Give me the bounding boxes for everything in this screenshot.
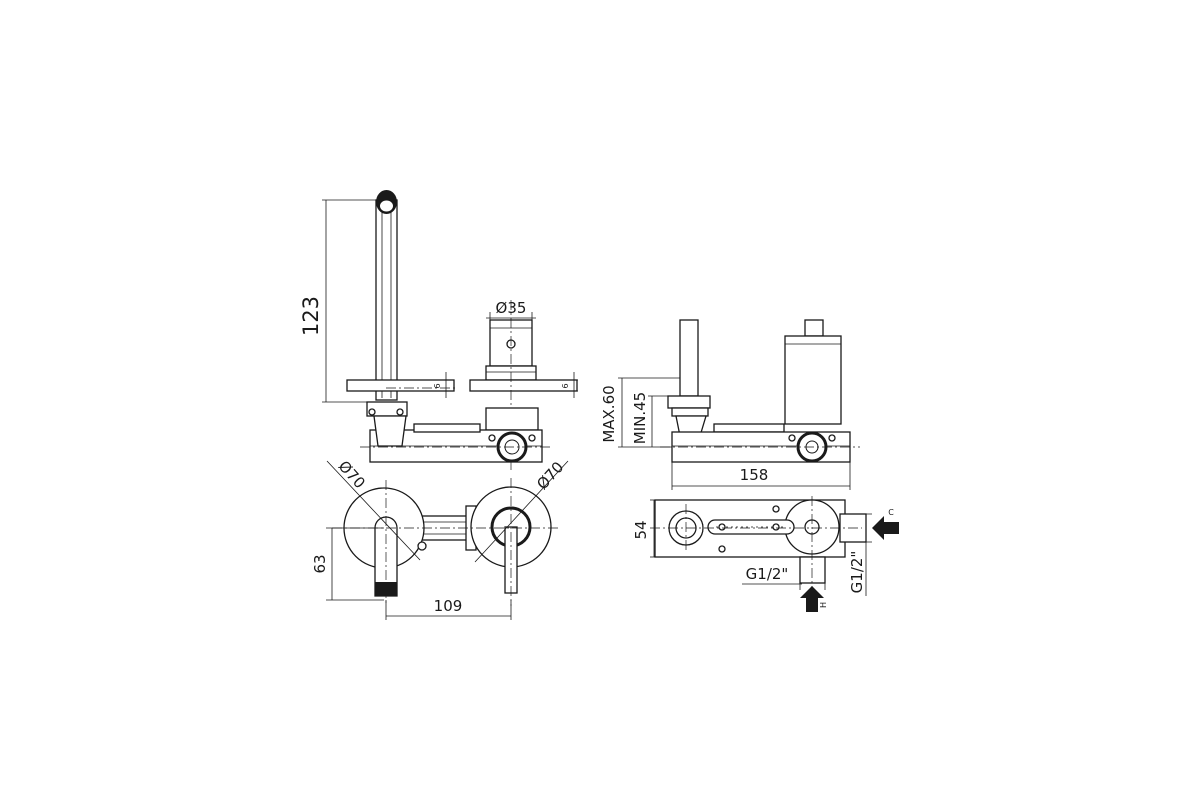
body-diameter-label: Ø35 [496, 299, 527, 317]
hot-inlet-arrow [800, 586, 824, 612]
centre-distance-label: 109 [434, 597, 463, 615]
plate-thickness-right-label: 6 [561, 383, 570, 388]
wall-plate-left [346, 379, 455, 392]
cold-inlet-label: C [888, 508, 894, 517]
hot-inlet-label: H [819, 602, 828, 608]
body-plan-view [650, 496, 867, 590]
spout-tube [375, 199, 398, 401]
plate-thickness-left-label: 6 [433, 383, 442, 388]
wall-plate-right [469, 379, 578, 392]
max-depth-label: MAX.60 [600, 385, 618, 442]
cold-inlet-arrow [872, 516, 899, 540]
connection-bottom-label: G1/2" [746, 565, 789, 583]
spout-side [679, 319, 699, 397]
plan-view [332, 478, 560, 606]
spout-height-label: 123 [299, 296, 323, 336]
spout-projection-label: 63 [311, 554, 329, 573]
body-width-label: 54 [632, 520, 650, 539]
side-view-dimensions: MAX.60 MIN.45 158 [600, 377, 851, 490]
rosette-left-diameter-label: Ø70 [335, 457, 369, 492]
front-view [346, 190, 578, 470]
overall-length-label: 158 [740, 466, 769, 484]
side-view [660, 319, 860, 463]
front-view-dimensions: 123 Ø35 6 6 [299, 199, 578, 403]
rosette-right-diameter-label: Ø70 [533, 458, 567, 493]
min-depth-label: MIN.45 [631, 392, 649, 444]
mixer-body-side [784, 335, 842, 425]
connection-side-label: G1/2" [848, 551, 866, 594]
body-plan-dimensions: 54 G1/2" G1/2" C H [632, 499, 899, 612]
